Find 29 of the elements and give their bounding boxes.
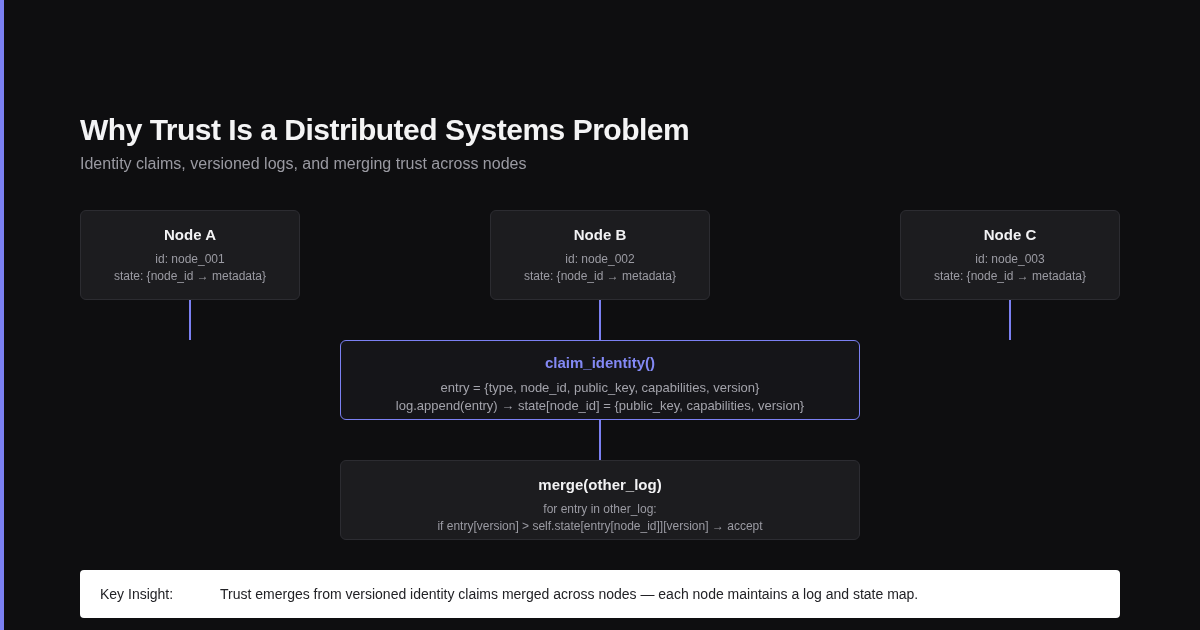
connector-line [599,419,601,461]
node-card [340,460,860,540]
node-card [490,210,710,300]
node-title: claim_identity() [545,353,655,373]
node-title: Node A [164,225,216,245]
node-detail: state: {node_id → metadata} [113,268,267,285]
node-title: Node B [573,225,627,245]
node-card [80,210,300,300]
node-detail: state: {node_id → metadata} [523,268,677,285]
insight-text: Trust emerges from versioned identity claims merged across nodes — each node maintains a log and state map. [220,584,919,604]
node-detail: log.append(entry) → state[node_id] = {public_key, capabilities, version} [395,397,805,415]
node-title: Node C [983,225,1037,245]
node-detail: if entry[version] > self.state[entry[node_id]][version] → accept [437,518,763,535]
subtitle: Identity claims, versioned logs, and merging trust across nodes [80,154,527,174]
node-detail: for entry in other_log: [543,501,657,518]
node-card [900,210,1120,300]
title: Why Trust Is a Distributed Systems Problem [80,112,690,148]
function-card [340,340,860,420]
node-title: merge(other_log) [538,475,662,495]
connector-line [189,299,191,341]
connector-line [1009,299,1011,341]
insight-label: Key Insight: [100,584,175,604]
node-detail: id: node_003 [975,251,1045,268]
node-detail: entry = {type, node_id, public_key, capabilities, version} [440,379,760,397]
node-detail: state: {node_id → metadata} [933,268,1087,285]
connector-line [599,299,601,341]
insight-banner [80,570,1120,618]
node-detail: id: node_002 [565,251,635,268]
node-detail: id: node_001 [155,251,225,268]
